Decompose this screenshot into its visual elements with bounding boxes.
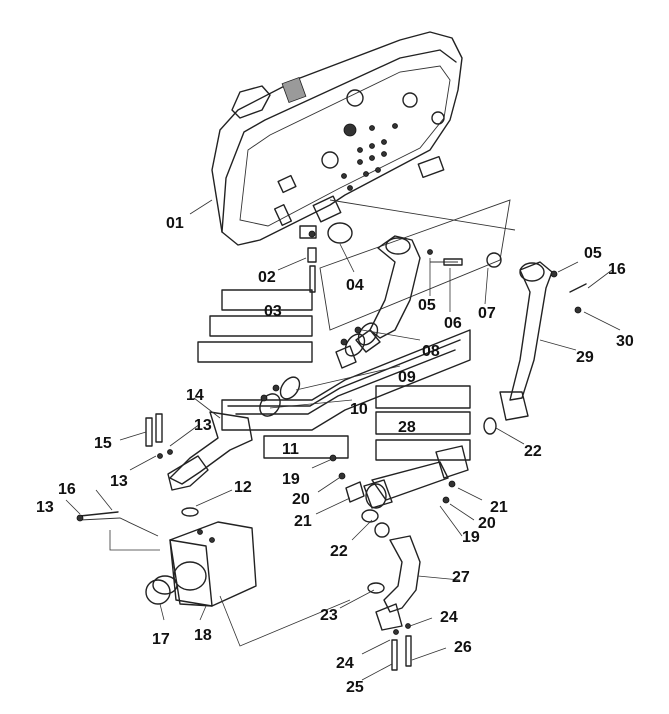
module-18 [76, 511, 257, 607]
label-24-b: 24 [336, 655, 354, 672]
label-05-b: 05 [584, 245, 602, 262]
fasteners [307, 230, 317, 293]
label-25: 25 [346, 679, 364, 696]
label-08: 08 [422, 343, 440, 360]
label-07: 07 [478, 305, 496, 322]
label-19-a: 19 [282, 471, 300, 488]
pipe-lower-left [145, 376, 301, 517]
label-22-a: 22 [330, 543, 348, 560]
label-11: 11 [282, 441, 299, 458]
label-13-b: 13 [110, 473, 128, 490]
label-28: 28 [398, 419, 416, 436]
label-27: 27 [452, 569, 470, 586]
label-21-a: 21 [294, 513, 312, 530]
label-09: 09 [398, 369, 416, 386]
pipe-bottom [367, 522, 421, 671]
label-16-b: 16 [608, 261, 626, 278]
label-23: 23 [320, 607, 338, 624]
label-24-a: 24 [440, 609, 458, 626]
label-15: 15 [94, 435, 112, 452]
tank-body [211, 31, 463, 246]
label-13-c: 13 [36, 499, 54, 516]
callout-labels: 01 02 03 04 05 06 07 08 09 10 11 12 13 1… [36, 215, 634, 696]
label-21-b: 21 [490, 499, 508, 516]
label-17: 17 [152, 631, 170, 648]
pipe-29 [483, 261, 587, 435]
leader-lines [65, 199, 621, 681]
label-19-b: 19 [462, 529, 480, 546]
label-22-b: 22 [524, 443, 542, 460]
tank-holes [341, 123, 398, 191]
label-12: 12 [234, 479, 252, 496]
label-14: 14 [186, 387, 204, 404]
label-04: 04 [346, 277, 364, 294]
label-10: 10 [350, 401, 368, 418]
label-16-a: 16 [58, 481, 76, 498]
label-30: 30 [616, 333, 634, 350]
label-29: 29 [576, 349, 594, 366]
label-05: 05 [418, 297, 436, 314]
label-26: 26 [454, 639, 472, 656]
label-18: 18 [194, 627, 212, 644]
label-13-a: 13 [194, 417, 212, 434]
label-02: 02 [258, 269, 276, 286]
pipe-lower-mid [329, 445, 469, 523]
label-03: 03 [264, 303, 282, 320]
label-01: 01 [166, 215, 184, 232]
label-06: 06 [444, 315, 462, 332]
label-20-b: 20 [478, 515, 496, 532]
pipe-upper [327, 222, 502, 369]
label-20-a: 20 [292, 491, 310, 508]
panel-group [197, 199, 516, 461]
